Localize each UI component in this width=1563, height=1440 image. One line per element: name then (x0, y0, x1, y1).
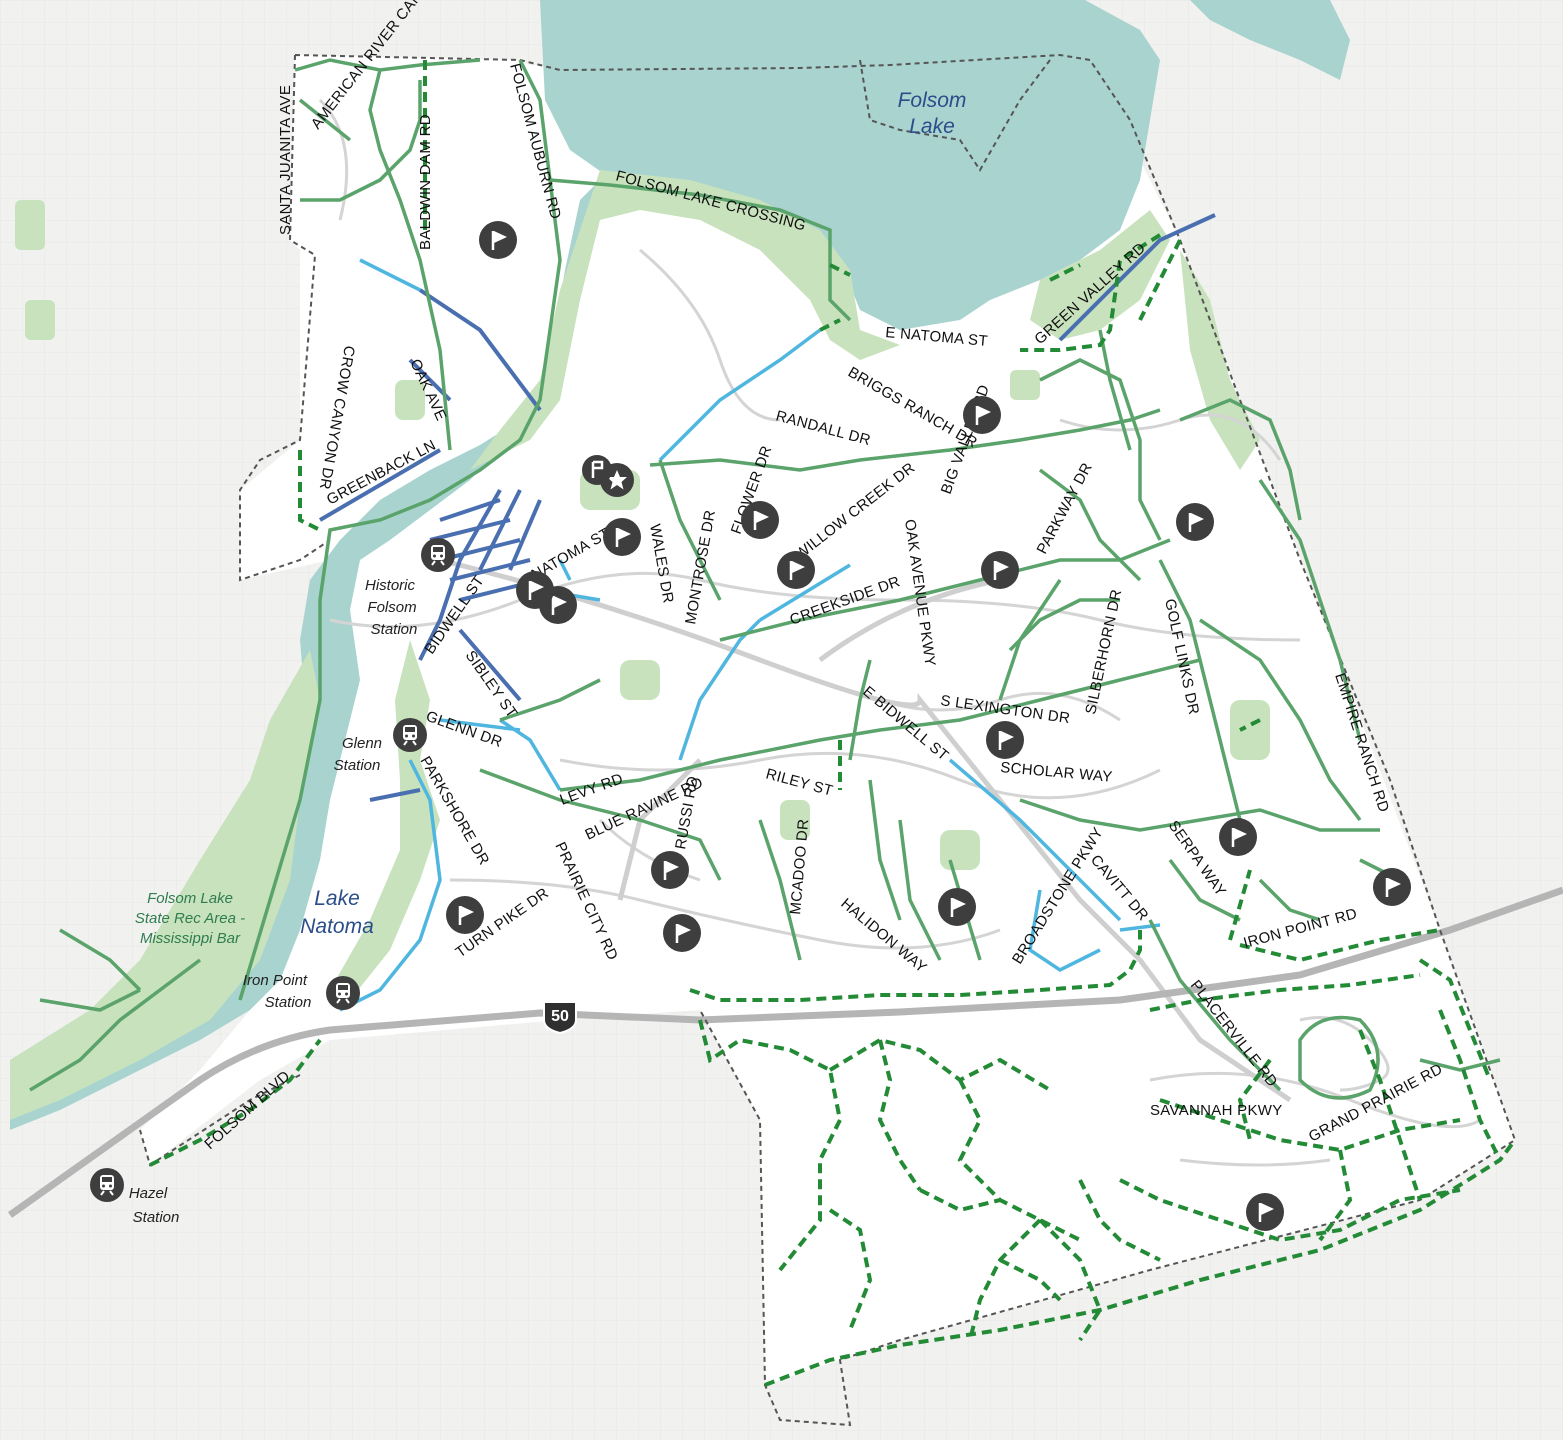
flag-icon[interactable] (649, 849, 691, 891)
flag-icon[interactable] (936, 886, 978, 928)
mississippi-bar-park (10, 650, 320, 1120)
station-label: Iron Point (243, 972, 308, 989)
folsom-lake (540, 0, 1350, 330)
station-label: Historic (365, 577, 416, 594)
lake-natoma-label: Natoma (300, 915, 374, 938)
us-50-shield: 50 (543, 1001, 577, 1035)
planned-trails (149, 60, 1517, 1387)
park-patch (395, 380, 425, 420)
flag-icon[interactable] (961, 394, 1003, 436)
lake-natoma-label: Lake (314, 887, 360, 910)
east-park (1180, 250, 1260, 470)
station-label: Station (371, 621, 418, 638)
flag-icon[interactable] (1174, 501, 1216, 543)
monument-icon[interactable] (582, 455, 612, 485)
train-icon[interactable] (325, 975, 361, 1011)
station-label: Station (334, 757, 381, 774)
park-patch (780, 800, 810, 840)
bike-routes (318, 213, 1216, 802)
flag-icon[interactable] (984, 719, 1026, 761)
folsom-lake-label: Lake (909, 115, 955, 138)
water-labels: Folsom Lake Lake Natoma (300, 89, 966, 938)
park-patch (940, 830, 980, 870)
flag-icon[interactable] (601, 516, 643, 558)
park-label-group: Folsom Lake State Rec Area - Mississippi… (135, 890, 245, 947)
station-label: Station (133, 1209, 180, 1226)
flag-icon[interactable] (1371, 866, 1413, 908)
road-label: BALDWIN DAM RD (417, 114, 434, 250)
road-label: SAVANNAH PKWY (1150, 1102, 1283, 1119)
station-label: Station (265, 994, 312, 1011)
flag-icon[interactable] (979, 549, 1021, 591)
train-icon[interactable] (420, 537, 456, 573)
flag-icon[interactable] (514, 569, 556, 611)
landmark-flag-marker[interactable] (582, 455, 612, 485)
park-label: State Rec Area - (135, 910, 245, 927)
flag-icon[interactable] (444, 894, 486, 936)
train-icon[interactable] (89, 1167, 125, 1203)
park-patch (620, 660, 660, 700)
flag-icon[interactable] (661, 912, 703, 954)
lake-natoma (10, 180, 600, 1130)
city-area (140, 55, 1515, 1385)
road-label: SANTA JUANITA AVE (277, 85, 294, 235)
river-park-north (470, 170, 900, 470)
flag-icon[interactable] (477, 219, 519, 261)
station-historic-folsom[interactable]: Historic Folsom Station (365, 537, 456, 638)
park-patch (25, 300, 55, 340)
existing-trails (29, 58, 1501, 1100)
bike-lanes (339, 258, 1161, 1012)
station-hazel[interactable]: Hazel Station (89, 1167, 180, 1226)
us-50-highway (7, 886, 1563, 1218)
park-label: Folsom Lake (147, 890, 233, 907)
train-icon[interactable] (392, 717, 428, 753)
lake-shore-park (1030, 210, 1170, 340)
park-patch (15, 200, 45, 250)
flag-icon[interactable] (1217, 816, 1259, 858)
park-patch (1010, 370, 1040, 400)
station-label: Hazel (129, 1185, 168, 1202)
city-boundary (139, 53, 1517, 1427)
station-iron-point[interactable]: Iron Point Station (243, 972, 361, 1011)
flag-icon[interactable] (1244, 1191, 1286, 1233)
highway-number: 50 (551, 1008, 569, 1025)
station-glenn[interactable]: Glenn Station (334, 717, 428, 774)
station-label: Folsom (367, 599, 416, 616)
flag-icon[interactable] (739, 499, 781, 541)
folsom-lake-label: Folsom (898, 89, 967, 112)
station-label: Glenn (342, 735, 382, 752)
park-label: Mississippi Bar (140, 930, 241, 947)
flag-icon[interactable] (775, 549, 817, 591)
lake-boundary (859, 59, 1051, 172)
park-patch (1230, 700, 1270, 760)
